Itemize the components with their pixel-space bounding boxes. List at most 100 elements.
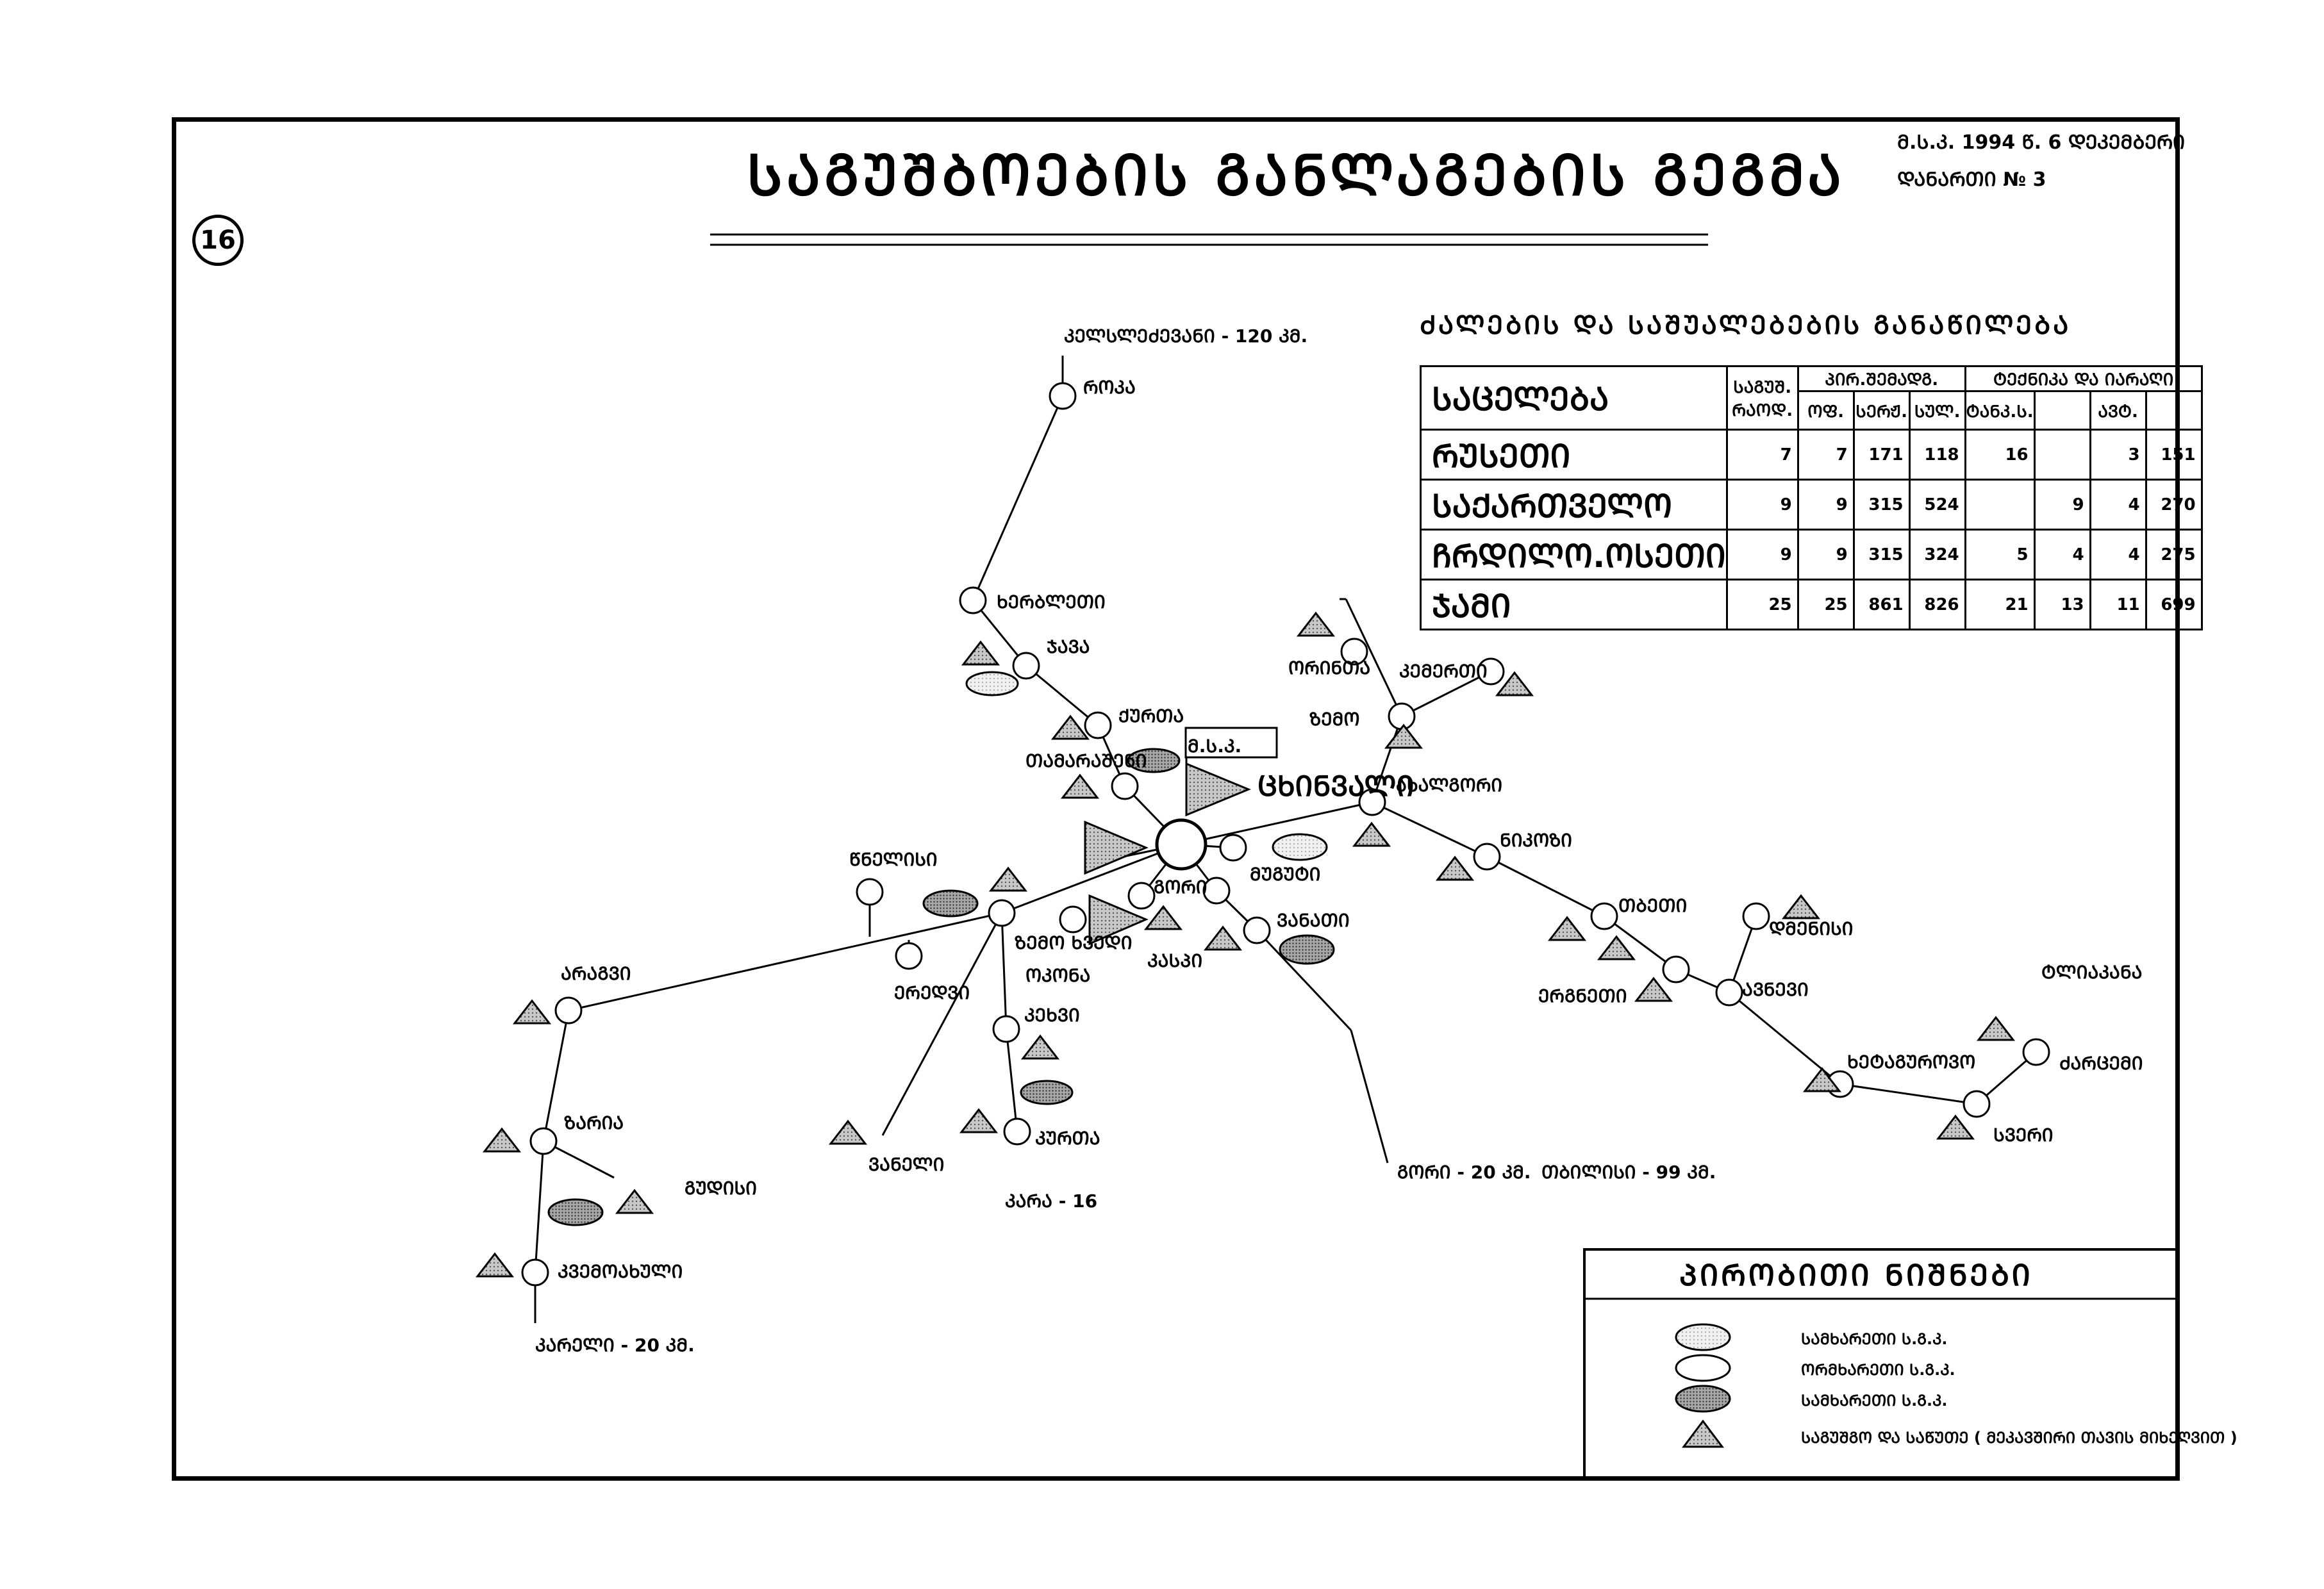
- table-sub7: [2145, 390, 2203, 431]
- cell: 13: [2033, 579, 2091, 630]
- table-header-group2: ᲢᲔᲥᲜᲘᲙᲐ ᲓᲐ ᲘᲐᲠᲐᲦᲘ: [1964, 365, 2203, 392]
- table-sub2: ᲡᲔᲠᲟ.: [1852, 390, 1911, 431]
- legend-item-light: ᲡᲐᲛᲮᲐᲠᲔᲗᲘ Ს.Გ.Კ.: [1801, 1330, 1948, 1348]
- cell: 324: [1908, 529, 1966, 580]
- cell: 11: [2089, 579, 2147, 630]
- label-vanati: ᲕᲐᲜᲐᲗᲘ: [1277, 910, 1350, 931]
- row-name: ᲯᲐᲛᲘ: [1420, 579, 1728, 630]
- page-number: 16: [192, 215, 244, 266]
- table-row: ᲠᲣᲡᲔᲗᲘ 7 7 171 118 16 3 151: [1420, 429, 2203, 481]
- label-kareli: ᲐᲠᲐᲒᲕᲘ: [561, 963, 631, 984]
- label-dzartsemi: ᲫᲐᲠᲪᲔᲛᲘ: [2059, 1053, 2143, 1074]
- table-header-main: ᲡᲐᲪᲔᲚᲔᲑᲐ: [1420, 365, 1728, 431]
- cell: 861: [1852, 579, 1911, 630]
- label-akhalgori: ᲐᲮᲐᲚᲒᲝᲠᲘ: [1396, 775, 1503, 796]
- table-sub1: ᲝᲤ.: [1797, 390, 1855, 431]
- table-sub5: [2033, 390, 2091, 431]
- cell: 7: [1797, 429, 1855, 481]
- cell: 315: [1852, 529, 1911, 580]
- map-frame: [172, 117, 2180, 1481]
- label-zemo: ᲖᲔᲛᲝ: [1309, 709, 1360, 730]
- label-java: ᲯᲐᲕᲐ: [1047, 636, 1090, 657]
- hq-box-label: Მ.Ს.Კ.: [1188, 736, 1242, 757]
- row-name: ᲩᲠᲓᲘᲚᲝ.ᲝᲡᲔᲗᲘ: [1420, 529, 1728, 580]
- label-tamarasheni: ᲗᲐᲛᲐᲠᲐᲨᲔᲜᲘ: [1025, 750, 1147, 771]
- cell: [2033, 429, 2091, 481]
- label-gudisi: ᲒᲣᲓᲘᲡᲘ: [685, 1178, 757, 1199]
- hq-box: [1184, 727, 1278, 759]
- cell: 9: [1725, 479, 1799, 531]
- legend-title: ᲞᲘᲠᲝᲑᲘᲗᲘ ᲜᲘᲨᲜᲔᲑᲘ: [1679, 1258, 2033, 1292]
- corner-stamp-line2: ᲓᲐᲜᲐᲠᲗᲘ № 3: [1897, 169, 2046, 191]
- label-okona: ᲝᲙᲝᲜᲐ: [1025, 965, 1091, 986]
- cell: 118: [1908, 429, 1966, 481]
- table-sub3: ᲡᲣᲚ.: [1908, 390, 1966, 431]
- cell: 16: [1964, 429, 2036, 481]
- stats-table: ᲡᲐᲪᲔᲚᲔᲑᲐ ᲡᲐᲒᲣᲨ. ᲠᲐᲝᲓ. ᲞᲘᲠ.ᲨᲔᲛᲐᲓᲒ. ᲢᲔᲥᲜᲘᲙ…: [1420, 365, 2203, 630]
- label-tbeti: ᲗᲑᲔᲗᲘ: [1618, 895, 1688, 916]
- cell: 270: [2145, 479, 2203, 531]
- label-korinta: ᲝᲠᲘᲜᲗᲐ: [1288, 657, 1371, 679]
- label-tbilisi-distance: ᲗᲑᲘᲚᲘᲡᲘ - 99 ᲙᲛ.: [1541, 1162, 1716, 1183]
- flag-markers: [1084, 730, 1251, 946]
- label-kaspi: ᲙᲐᲡᲞᲘ: [1147, 950, 1203, 971]
- label-sveri: ᲡᲕᲔᲠᲘ: [1993, 1124, 2054, 1146]
- label-zemo-kvedi: ᲖᲔᲛᲝ ᲮᲕᲔᲓᲘ: [1015, 932, 1133, 953]
- cell: 4: [2089, 529, 2147, 580]
- cell: 25: [1725, 579, 1799, 630]
- cell: 171: [1852, 429, 1911, 481]
- table-row: ᲯᲐᲛᲘ 25 25 861 826 21 13 11 699: [1420, 579, 2203, 630]
- label-gori: ᲒᲝᲠᲘ: [1154, 877, 1208, 898]
- legend-box: [1583, 1248, 2180, 1481]
- label-tliakana: ᲢᲚᲘᲐᲙᲐᲜᲐ: [2041, 962, 2143, 983]
- cell: 9: [1725, 529, 1799, 580]
- label-vaneli: ᲕᲐᲜᲔᲚᲘ: [868, 1154, 945, 1175]
- triangle-markers: [475, 611, 2016, 1278]
- label-avnevi: ᲐᲕᲜᲔᲕᲘ: [1742, 979, 1809, 1000]
- table-sub4: ᲢᲐᲜᲙ.Ს.: [1964, 390, 2036, 431]
- cell: 21: [1964, 579, 2036, 630]
- legend-item-dark: ᲡᲐᲛᲮᲐᲠᲔᲗᲘ Ს.Გ.Კ.: [1801, 1392, 1948, 1410]
- label-java16: ᲙᲐᲠᲐ - 16: [1005, 1190, 1098, 1212]
- label-roka: ᲠᲝᲙᲐ: [1083, 377, 1136, 398]
- cell: 7: [1725, 429, 1799, 481]
- corner-stamp-line1: Მ.Ს.Კ. 1994 Წ. 6 ᲓᲔᲙᲔᲛᲑᲔᲠᲘ: [1897, 131, 2186, 154]
- label-kurta: ᲥᲣᲠᲗᲐ: [1118, 705, 1184, 727]
- label-kvemo: ᲙᲕᲔᲛᲝᲐᲮᲣᲚᲘ: [558, 1261, 683, 1282]
- label-kaspi-distance: ᲙᲐᲠᲔᲚᲘ - 20 ᲙᲛ.: [535, 1335, 695, 1356]
- label-zaria: ᲖᲐᲠᲘᲐ: [564, 1112, 624, 1133]
- table-header-group1: ᲞᲘᲠ.ᲨᲔᲛᲐᲓᲒ.: [1797, 365, 1966, 392]
- legend-item-white: ᲝᲠᲛᲮᲐᲠᲔᲗᲘ Ს.Გ.Კ.: [1801, 1361, 1955, 1379]
- label-gori-distance: ᲒᲝᲠᲘ - 20 ᲙᲛ.: [1397, 1162, 1531, 1183]
- table-header-col2: ᲡᲐᲒᲣᲨ. ᲠᲐᲝᲓ.: [1725, 365, 1799, 431]
- row-name: ᲡᲐᲥᲐᲠᲗᲕᲔᲚᲝ: [1420, 479, 1728, 531]
- cell: 5: [1964, 529, 2036, 580]
- cell: 3: [2089, 429, 2147, 481]
- label-tskhinvali: ᲪᲮᲘᲜᲕᲐᲚᲘ: [1257, 770, 1415, 803]
- table-row: ᲩᲠᲓᲘᲚᲝ.ᲝᲡᲔᲗᲘ 9 9 315 324 5 4 4 275: [1420, 529, 2203, 580]
- table-sub6: ᲐᲕᲢ.: [2089, 390, 2147, 431]
- label-eredvi: ᲔᲠᲔᲓᲕᲘ: [894, 982, 970, 1003]
- map-title: ᲡᲐᲒᲣᲨᲑᲝᲔᲑᲘᲡ ᲒᲐᲜᲚᲐᲒᲔᲑᲘᲡ ᲒᲔᲒᲛᲐ: [747, 142, 1846, 208]
- cell: 275: [2145, 529, 2203, 580]
- label-kekhvi: ᲙᲔᲮᲕᲘ: [1024, 1005, 1080, 1026]
- table-title: ᲫᲐᲚᲔᲑᲘᲡ ᲓᲐ ᲡᲐᲨᲣᲐᲚᲔᲑᲔᲑᲘᲡ ᲒᲐᲜᲐᲬᲘᲚᲔᲑᲐ: [1420, 311, 2071, 340]
- settlements: [521, 382, 2050, 1287]
- cell: 826: [1908, 579, 1966, 630]
- cell: 315: [1852, 479, 1911, 531]
- label-north-distance: ᲙᲔᲚᲡᲚᲔᲫᲔᲕᲐᲜᲘ - 120 ᲙᲛ.: [1064, 325, 1308, 347]
- label-tsnelisi: ᲬᲜᲔᲚᲘᲡᲘ: [849, 849, 938, 870]
- cell: 4: [2033, 529, 2091, 580]
- ellipse-markers: [547, 671, 1335, 1226]
- cell: 524: [1908, 479, 1966, 531]
- table-row: ᲡᲐᲥᲐᲠᲗᲕᲔᲚᲝ 9 9 315 524 9 4 270: [1420, 479, 2203, 531]
- legend-item-triangle: ᲡᲐᲒᲣᲨᲒᲝ ᲓᲐ ᲡᲐᲬᲣᲗᲔ ( ᲛᲔᲙᲐᲕᲨᲘᲠᲘ ᲗᲐᲕᲘᲡ ᲛᲘᲮᲔ…: [1801, 1429, 2237, 1447]
- label-kheiti: ᲮᲔᲠᲑᲚᲔᲗᲘ: [997, 591, 1106, 613]
- cell: 9: [1797, 529, 1855, 580]
- cell: 699: [2145, 579, 2203, 630]
- cell: 9: [1797, 479, 1855, 531]
- label-kurta3: ᲙᲣᲠᲗᲐ: [1035, 1128, 1100, 1149]
- label-kemerti: ᲙᲔᲛᲔᲠᲗᲘ: [1399, 661, 1488, 682]
- cell: 9: [2033, 479, 2091, 531]
- cell: [1964, 479, 2036, 531]
